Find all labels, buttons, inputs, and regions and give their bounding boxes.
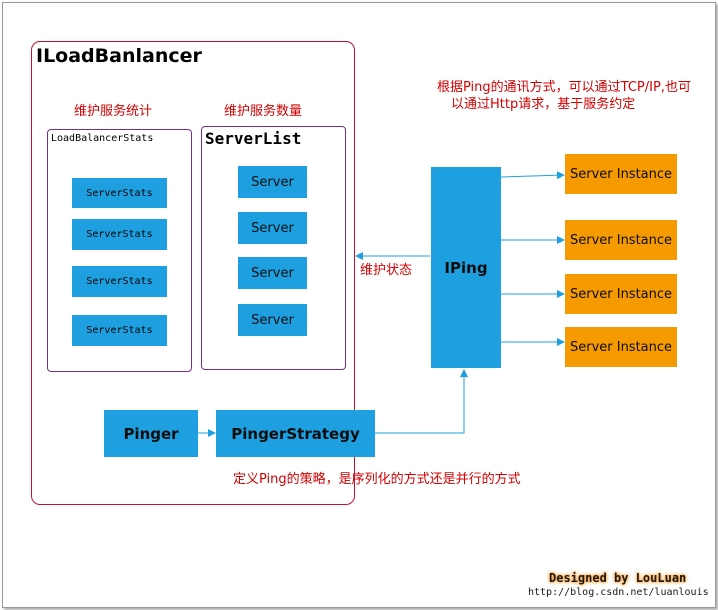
load-balancer-container (31, 41, 355, 505)
server-box: Server (238, 212, 307, 244)
server-instance-box: Server Instance (565, 220, 677, 260)
server-label: Server (251, 312, 294, 328)
server-stats-label: ServerStats (86, 325, 153, 336)
iping-note-line2: 以通过Http请求，基于服务约定 (451, 97, 636, 112)
server-instance-label: Server Instance (569, 166, 673, 182)
server-instance-label: Server Instance (569, 339, 673, 355)
iping-label: IPing (444, 258, 488, 277)
load-balancer-stats-title: LoadBalancerStats (51, 133, 154, 144)
server-label: Server (251, 174, 294, 190)
pinger-box: Pinger (104, 410, 198, 457)
pinger-label: Pinger (123, 424, 179, 443)
server-list-title: ServerList (205, 129, 302, 148)
server-stats-label: ServerStats (86, 229, 153, 240)
signature-url: http://blog.csdn.net/luanlouis (528, 587, 709, 598)
server-stats-box: ServerStats (72, 178, 167, 208)
server-stats-box: ServerStats (72, 266, 167, 297)
pinger-strategy-box: PingerStrategy (216, 410, 375, 457)
server-instance-box: Server Instance (565, 274, 677, 314)
pinger-strategy-label: PingerStrategy (231, 424, 360, 443)
load-balancer-title: ILoadBanlancer (36, 45, 202, 67)
server-box: Server (238, 257, 307, 289)
maintain-state-label: 维护状态 (360, 263, 413, 278)
server-stats-label: ServerStats (86, 187, 153, 199)
arrow-strategy-iping (375, 369, 468, 434)
strategy-note: 定义Ping的策略，是序列化的方式还是并行的方式 (233, 472, 521, 487)
server-box: Server (238, 304, 307, 336)
server-list-box (201, 126, 346, 370)
iping-box: IPing (431, 167, 501, 368)
server-stats-box: ServerStats (72, 219, 167, 250)
server-stats-box: ServerStats (72, 315, 167, 346)
server-label: Server (251, 220, 294, 236)
load-balancer-stats-box (47, 129, 192, 372)
server-box: Server (238, 166, 307, 198)
count-label: 维护服务数量 (224, 104, 303, 119)
server-label: Server (251, 265, 294, 281)
server-stats-label: ServerStats (86, 276, 153, 287)
signature-title: Designed by LouLuan (549, 571, 687, 585)
iping-note-line1: 根据Ping的通讯方式，可以通过TCP/IP,也可 (437, 80, 691, 95)
server-instance-label: Server Instance (569, 232, 673, 248)
server-instance-box: Server Instance (565, 327, 677, 367)
stats-label: 维护服务统计 (74, 104, 153, 119)
arrow-iping-instance-1 (500, 171, 565, 180)
server-instance-label: Server Instance (569, 286, 673, 302)
server-instance-box: Server Instance (565, 154, 677, 194)
